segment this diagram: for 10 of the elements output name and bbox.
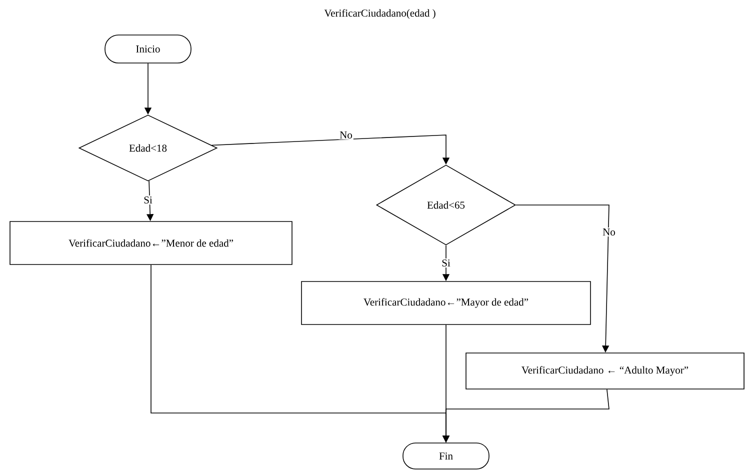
edge-label: Si <box>142 195 154 205</box>
terminal-box: Fin <box>402 442 490 470</box>
title: VerificarCiudadano(edad ) <box>324 9 436 19</box>
terminal-box: Inicio <box>104 34 192 64</box>
edge-label: Si <box>440 258 452 268</box>
edge-label: No <box>338 130 354 140</box>
process-box: VerificarCiudadano←”Menor de edad” <box>10 221 292 265</box>
process-box: VerificarCiudadano←”Mayor de edad” <box>301 281 591 325</box>
process-box: VerificarCiudadano ← “Adulto Mayor” <box>466 352 744 390</box>
edge-label: No <box>602 228 616 236</box>
